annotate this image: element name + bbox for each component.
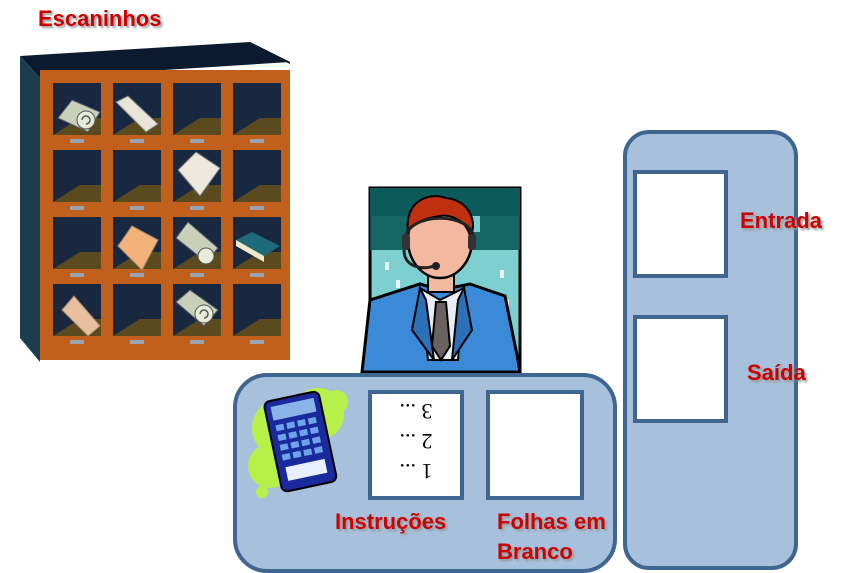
saida-box (633, 315, 728, 423)
instruction-item: 1 ... (399, 459, 433, 484)
folhas-label-line2: Branco (497, 539, 573, 564)
entrada-label: Entrada (740, 208, 822, 233)
instructions-box: 1 ... 2 ... 3 ... (368, 390, 464, 500)
entrada-box (633, 170, 728, 278)
instructions-list: 1 ... 2 ... 3 ... (372, 394, 460, 496)
escaninhos-label: Escaninhos (38, 6, 162, 31)
folhas-label-line1: Folhas em (497, 509, 606, 534)
blank-sheets-box (486, 390, 584, 500)
instruction-item: 3 ... (399, 399, 433, 424)
instrucoes-label: Instruções (335, 509, 447, 534)
folhas-label-clip: Folhas em Branco (497, 509, 621, 569)
saida-label: Saída (747, 360, 806, 385)
instruction-item: 2 ... (399, 429, 433, 454)
